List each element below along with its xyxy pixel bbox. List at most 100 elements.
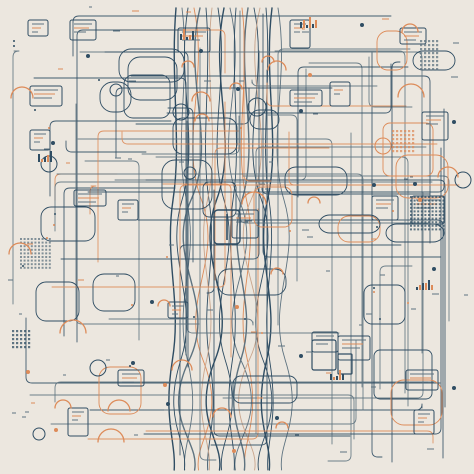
grid-cell <box>436 68 439 71</box>
grid-cell <box>41 248 44 251</box>
component-box <box>167 301 189 319</box>
grid-cell <box>413 221 416 224</box>
grid-cell <box>410 224 412 227</box>
accent-arc <box>261 55 275 63</box>
grid-cell <box>432 48 435 51</box>
grid-cell <box>396 138 399 141</box>
circuit-trace <box>72 15 392 57</box>
node-circle <box>13 45 15 47</box>
grid-cell <box>392 134 395 137</box>
component-box <box>29 129 51 151</box>
circuit-trace <box>145 430 434 444</box>
grid-cell <box>428 68 431 71</box>
accent-arc <box>8 242 32 255</box>
grid-cell <box>417 210 420 213</box>
node-circle <box>413 182 417 186</box>
accent-layer <box>8 6 472 453</box>
grid-cell <box>24 330 27 333</box>
grid-cell <box>428 60 431 63</box>
mini-chart-bar <box>303 20 305 28</box>
node-circle <box>236 87 240 91</box>
component-box <box>29 85 63 107</box>
circuit-trace <box>167 107 194 263</box>
grid-cell <box>428 224 430 227</box>
grid-cell <box>417 221 420 224</box>
circuit-trace <box>173 7 190 471</box>
circuit-trace <box>65 140 147 153</box>
circuit-trace <box>54 181 433 232</box>
circuit-loop <box>172 117 238 155</box>
grid-cell <box>417 217 420 220</box>
grid-cell <box>412 134 415 137</box>
node-circle <box>89 359 107 377</box>
grid-cell <box>16 346 19 349</box>
grid-cell <box>436 40 439 43</box>
grid-cell <box>417 224 420 227</box>
circuit-trace <box>267 114 298 282</box>
grid-cell <box>442 196 445 198</box>
grid-cell <box>420 206 423 209</box>
grid-cell <box>424 64 427 67</box>
grid-cell <box>436 60 439 63</box>
grid-cell <box>24 342 27 345</box>
circuit-loop <box>382 122 434 177</box>
node-circle <box>452 120 456 124</box>
node-circle <box>166 402 170 406</box>
grid-cell <box>34 241 37 244</box>
grid-cell <box>48 266 51 269</box>
node-circle <box>360 23 364 27</box>
grid-cell <box>435 210 438 213</box>
circuit-trace <box>25 317 441 384</box>
grid-cell <box>16 334 19 337</box>
grid-cell <box>34 256 37 258</box>
accent-arc <box>437 166 459 178</box>
grid-cell <box>435 221 438 224</box>
accent-arc <box>54 399 72 409</box>
grid-cell <box>400 150 403 153</box>
circuit-trace <box>228 7 237 471</box>
grid-cell <box>45 259 48 262</box>
grid-cell <box>436 56 439 59</box>
grid-cell <box>413 199 416 202</box>
grid-cell <box>16 330 19 333</box>
circuit-loop <box>390 379 443 426</box>
node-circle <box>299 109 303 113</box>
grid-cell <box>28 346 31 349</box>
grid-cell <box>392 150 395 153</box>
node-circle <box>150 300 154 304</box>
grid-cell <box>428 64 431 67</box>
node-circle <box>54 428 58 432</box>
grid-cell <box>417 228 420 231</box>
grid-cell <box>45 266 48 269</box>
grid-cell <box>27 263 30 266</box>
circuit-trace <box>274 50 406 394</box>
node-circle <box>418 198 422 202</box>
grid-cell <box>396 150 399 153</box>
grid-cell <box>410 210 412 213</box>
grid-cell <box>435 228 438 231</box>
mini-chart-bar <box>180 34 182 40</box>
mini-chart <box>330 370 344 380</box>
grid-cell <box>20 266 22 269</box>
accent-arc <box>212 407 232 418</box>
circuit-trace <box>260 7 274 471</box>
grid-cell <box>424 52 427 55</box>
grid-cell <box>45 238 48 240</box>
mini-chart-bar <box>342 374 344 380</box>
grid-cell <box>432 52 435 55</box>
accent-arc <box>267 60 287 71</box>
grid-cell <box>30 266 33 269</box>
circuit-loop <box>98 366 142 415</box>
grid-cell <box>20 334 23 337</box>
grid-cell <box>23 245 26 248</box>
grid-cell <box>27 252 30 255</box>
grid-cell <box>428 196 430 198</box>
grid-cell <box>413 224 416 227</box>
grid-cell <box>48 248 51 251</box>
mini-chart-bar <box>428 280 430 290</box>
mini-chart-bar <box>339 370 341 380</box>
node-circle <box>129 365 131 367</box>
grid-cell <box>404 150 407 153</box>
grid-cell <box>428 221 430 224</box>
mini-chart-bar <box>416 287 418 290</box>
